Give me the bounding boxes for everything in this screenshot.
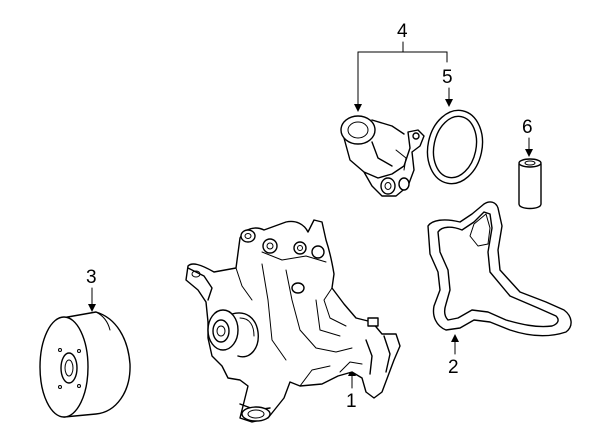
sleeve-part-6 — [518, 158, 542, 210]
gasket-part-2 — [427, 201, 572, 337]
thermostat-housing-part-4 — [340, 115, 425, 197]
water-pump-housing-part-1 — [185, 219, 401, 423]
leader-2 — [451, 334, 459, 355]
callout-label-3: 3 — [86, 267, 97, 288]
leader-3 — [88, 287, 96, 312]
callout-label-5: 5 — [442, 67, 453, 88]
leader-4 — [354, 41, 448, 112]
callout-label-2: 2 — [448, 357, 459, 378]
pulley-part-3 — [39, 311, 131, 418]
callout-label-4: 4 — [397, 21, 408, 42]
callout-label-6: 6 — [522, 117, 533, 138]
seal-ring-part-5 — [426, 109, 484, 185]
leader-5 — [445, 87, 453, 107]
leader-6 — [525, 137, 533, 157]
callout-label-1: 1 — [346, 391, 357, 412]
